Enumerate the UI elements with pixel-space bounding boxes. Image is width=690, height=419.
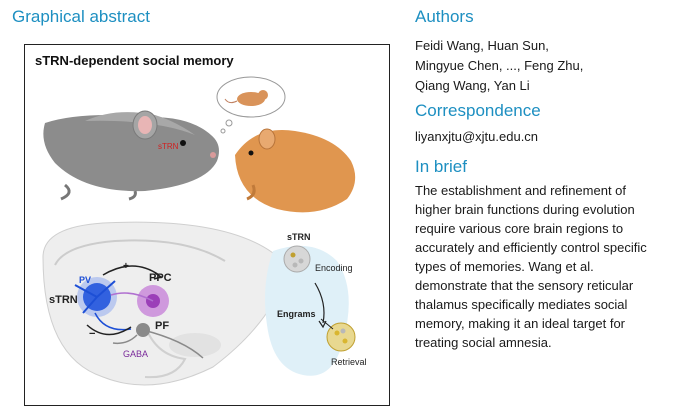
correspondence-heading: Correspondence <box>415 101 541 120</box>
memory-inset <box>265 245 356 376</box>
minus-label: − <box>89 328 95 340</box>
graphical-abstract-figure: sTRN-dependent social memory sTRN <box>24 44 390 406</box>
pv-label: PV <box>79 275 91 285</box>
strn-mouse-label: sTRN <box>158 142 179 151</box>
pf-label: PF <box>155 320 169 332</box>
graphical-abstract-heading: Graphical abstract <box>12 7 150 26</box>
author-line: Mingyue Chen, ..., Feng Zhu, <box>415 58 584 73</box>
thought-bubble-icon <box>216 76 286 134</box>
retrieval-label: Retrieval <box>331 357 367 367</box>
brief-line: higher brain functions during evolution <box>415 202 635 217</box>
encoding-label: Encoding <box>315 263 353 273</box>
plus-label: + <box>123 261 129 272</box>
in-brief-heading: In brief <box>415 157 467 176</box>
strn-brain-label: sTRN <box>49 294 78 306</box>
gaba-label: GABA <box>123 349 148 359</box>
brief-line: demonstrate that the sensory reticular <box>415 278 634 293</box>
correspondence-email[interactable]: liyanxjtu@xjtu.edu.cn <box>415 129 539 144</box>
brief-line: accurately and efficiently control speci… <box>415 240 647 255</box>
brief-line: The establishment and refinement of <box>415 183 627 198</box>
in-brief-text: The establishment and refinement of high… <box>415 181 683 352</box>
brief-line: memory, making it an ideal target for <box>415 316 626 331</box>
strn-inset-label: sTRN <box>287 232 311 242</box>
orange-mouse-icon <box>235 128 356 213</box>
ppc-label: PPC <box>149 272 172 284</box>
brief-line: thalamus specifically mediates social <box>415 297 628 312</box>
authors-list: Feidi Wang, Huan Sun, Mingyue Chen, ...,… <box>415 36 685 96</box>
brief-line: treating social amnesia. <box>415 335 552 350</box>
brain-diagram <box>42 221 284 386</box>
author-line: Qiang Wang, Yan Li <box>415 78 530 93</box>
author-line: Feidi Wang, Huan Sun, <box>415 38 549 53</box>
authors-heading: Authors <box>415 7 474 26</box>
engrams-label: Engrams <box>277 309 316 319</box>
grey-mouse-icon <box>43 110 220 201</box>
brief-line: require various core brain regions to <box>415 221 624 236</box>
figure-illustration: sTRN <box>42 76 367 386</box>
figure-title: sTRN-dependent social memory <box>35 53 234 68</box>
brief-line: types of memories. Wang et al. <box>415 259 594 274</box>
